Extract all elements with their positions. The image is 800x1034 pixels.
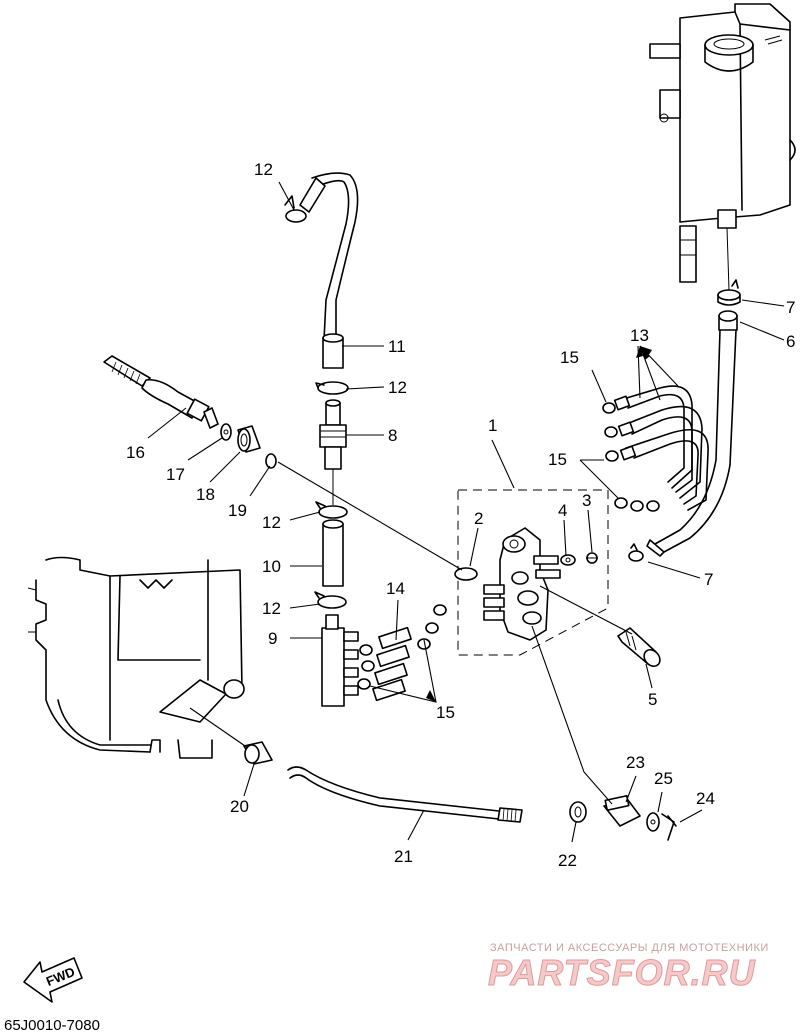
callout-12-second: 12: [388, 378, 407, 397]
hose-11: [299, 172, 359, 369]
callout-22: 22: [558, 851, 577, 870]
joint-20: [243, 741, 273, 765]
callout-6: 6: [786, 332, 795, 351]
callout-12-fourth: 12: [262, 599, 281, 618]
hose-clamp-7-lower: [628, 543, 644, 562]
bushing-18: [237, 425, 261, 453]
hose-clamp-12-second: [315, 381, 349, 395]
callout-12-top: 12: [254, 160, 273, 179]
hose-clamp-7-upper: [717, 279, 741, 306]
cable-end-16: [103, 355, 219, 429]
callout-18: 18: [196, 485, 215, 504]
callout-15-upper: 15: [560, 348, 579, 367]
hose-clamp-12-top: [284, 195, 307, 223]
leader-arrowheads: [426, 346, 652, 702]
callout-1: 1: [488, 416, 497, 435]
callout-7-upper: 7: [786, 298, 795, 317]
washer-4: [560, 554, 576, 566]
bolt-3: [586, 552, 598, 564]
hose-10: [322, 519, 344, 587]
fwd-arrow: FWD: [23, 957, 83, 1003]
watermark: ЗАПЧАСТИ И АКСЕССУАРЫ ДЛЯ МОТОТЕХНИКИ PA…: [488, 942, 769, 994]
hoses-13: [613, 385, 709, 511]
callout-8: 8: [388, 426, 397, 445]
watermark-tagline: ЗАПЧАСТИ И АКСЕССУАРЫ ДЛЯ МОТОТЕХНИКИ: [490, 942, 769, 954]
rod-end-23: [603, 795, 641, 827]
bolt-5: [617, 627, 661, 668]
manifold-9: [321, 614, 359, 707]
callout-15-lower: 15: [436, 703, 455, 722]
hose-clamp-12-fourth: [314, 591, 347, 609]
o-ring-19: [265, 453, 277, 469]
callout-24: 24: [696, 789, 715, 808]
oil-tank: [649, 3, 796, 291]
callout-3: 3: [582, 491, 591, 510]
washer-17: [220, 423, 232, 441]
washer-25: [646, 812, 660, 832]
hose-clamp-12-third: [315, 501, 348, 519]
nut-22: [569, 801, 587, 823]
callout-7-lower: 7: [704, 570, 713, 589]
callout-2: 2: [474, 509, 483, 528]
hose-clamps-15-lower: [357, 604, 447, 690]
callout-20: 20: [230, 797, 249, 816]
diagram-code: 65J0010-7080: [4, 1017, 100, 1034]
callout-23: 23: [626, 753, 645, 772]
callout-16: 16: [126, 443, 145, 462]
callout-labels: 1 2 3 4 5 6 7 7 8 9 10 11 12 12 12 12 13…: [126, 160, 795, 870]
callout-5: 5: [648, 690, 657, 709]
watermark-brand: PARTSFOR.RU: [488, 952, 756, 993]
callout-9: 9: [268, 629, 277, 648]
joint-8: [319, 399, 347, 505]
callout-12-third: 12: [262, 513, 281, 532]
engine-block-outline: [27, 556, 245, 759]
hose-clamps-15-upper: [602, 402, 660, 512]
callout-14: 14: [386, 579, 405, 598]
pin-24: [661, 813, 677, 841]
callout-11: 11: [388, 337, 406, 356]
callout-25: 25: [654, 769, 673, 788]
hoses-14: [372, 626, 412, 702]
callout-13: 13: [630, 326, 649, 345]
callout-4: 4: [558, 501, 567, 520]
callout-15-middle: 15: [548, 450, 567, 469]
callout-19: 19: [228, 501, 247, 520]
oil-hose-6: [646, 310, 738, 557]
callout-17: 17: [166, 465, 185, 484]
callout-21: 21: [394, 847, 413, 866]
callout-10: 10: [262, 557, 281, 576]
oil-pump-assembly-1: [457, 489, 609, 656]
link-rod-21: [287, 766, 523, 823]
o-ring-2: [454, 567, 478, 581]
